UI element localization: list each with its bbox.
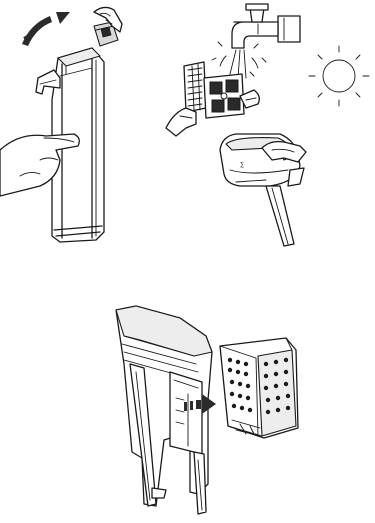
- tap-icon: [231, 3, 301, 49]
- panel-refit-filter: [115, 305, 299, 515]
- filter-mark: ∑: [240, 162, 244, 168]
- top-hand: [93, 6, 123, 33]
- filter-frame: [183, 61, 207, 113]
- filter-holes: [227, 357, 291, 415]
- container-body: [115, 305, 213, 515]
- water-drops-icon: [211, 41, 267, 83]
- stick-tube: [265, 185, 295, 247]
- sun-icon: [308, 45, 370, 107]
- cup-hand: [261, 140, 307, 187]
- filter-cartridge: [203, 73, 245, 119]
- dust-cup: ∑: [219, 133, 301, 187]
- panel-rinse-and-dry: ∑: [165, 3, 370, 247]
- left-hand: [0, 133, 80, 197]
- filter-cartridge-large: [219, 337, 299, 439]
- small-filter: [93, 21, 119, 47]
- curved-arrow-icon: [22, 12, 70, 46]
- rinse-hands: [165, 89, 260, 137]
- panel-remove-filter: [0, 6, 123, 243]
- insert-arrow-icon: [184, 394, 216, 414]
